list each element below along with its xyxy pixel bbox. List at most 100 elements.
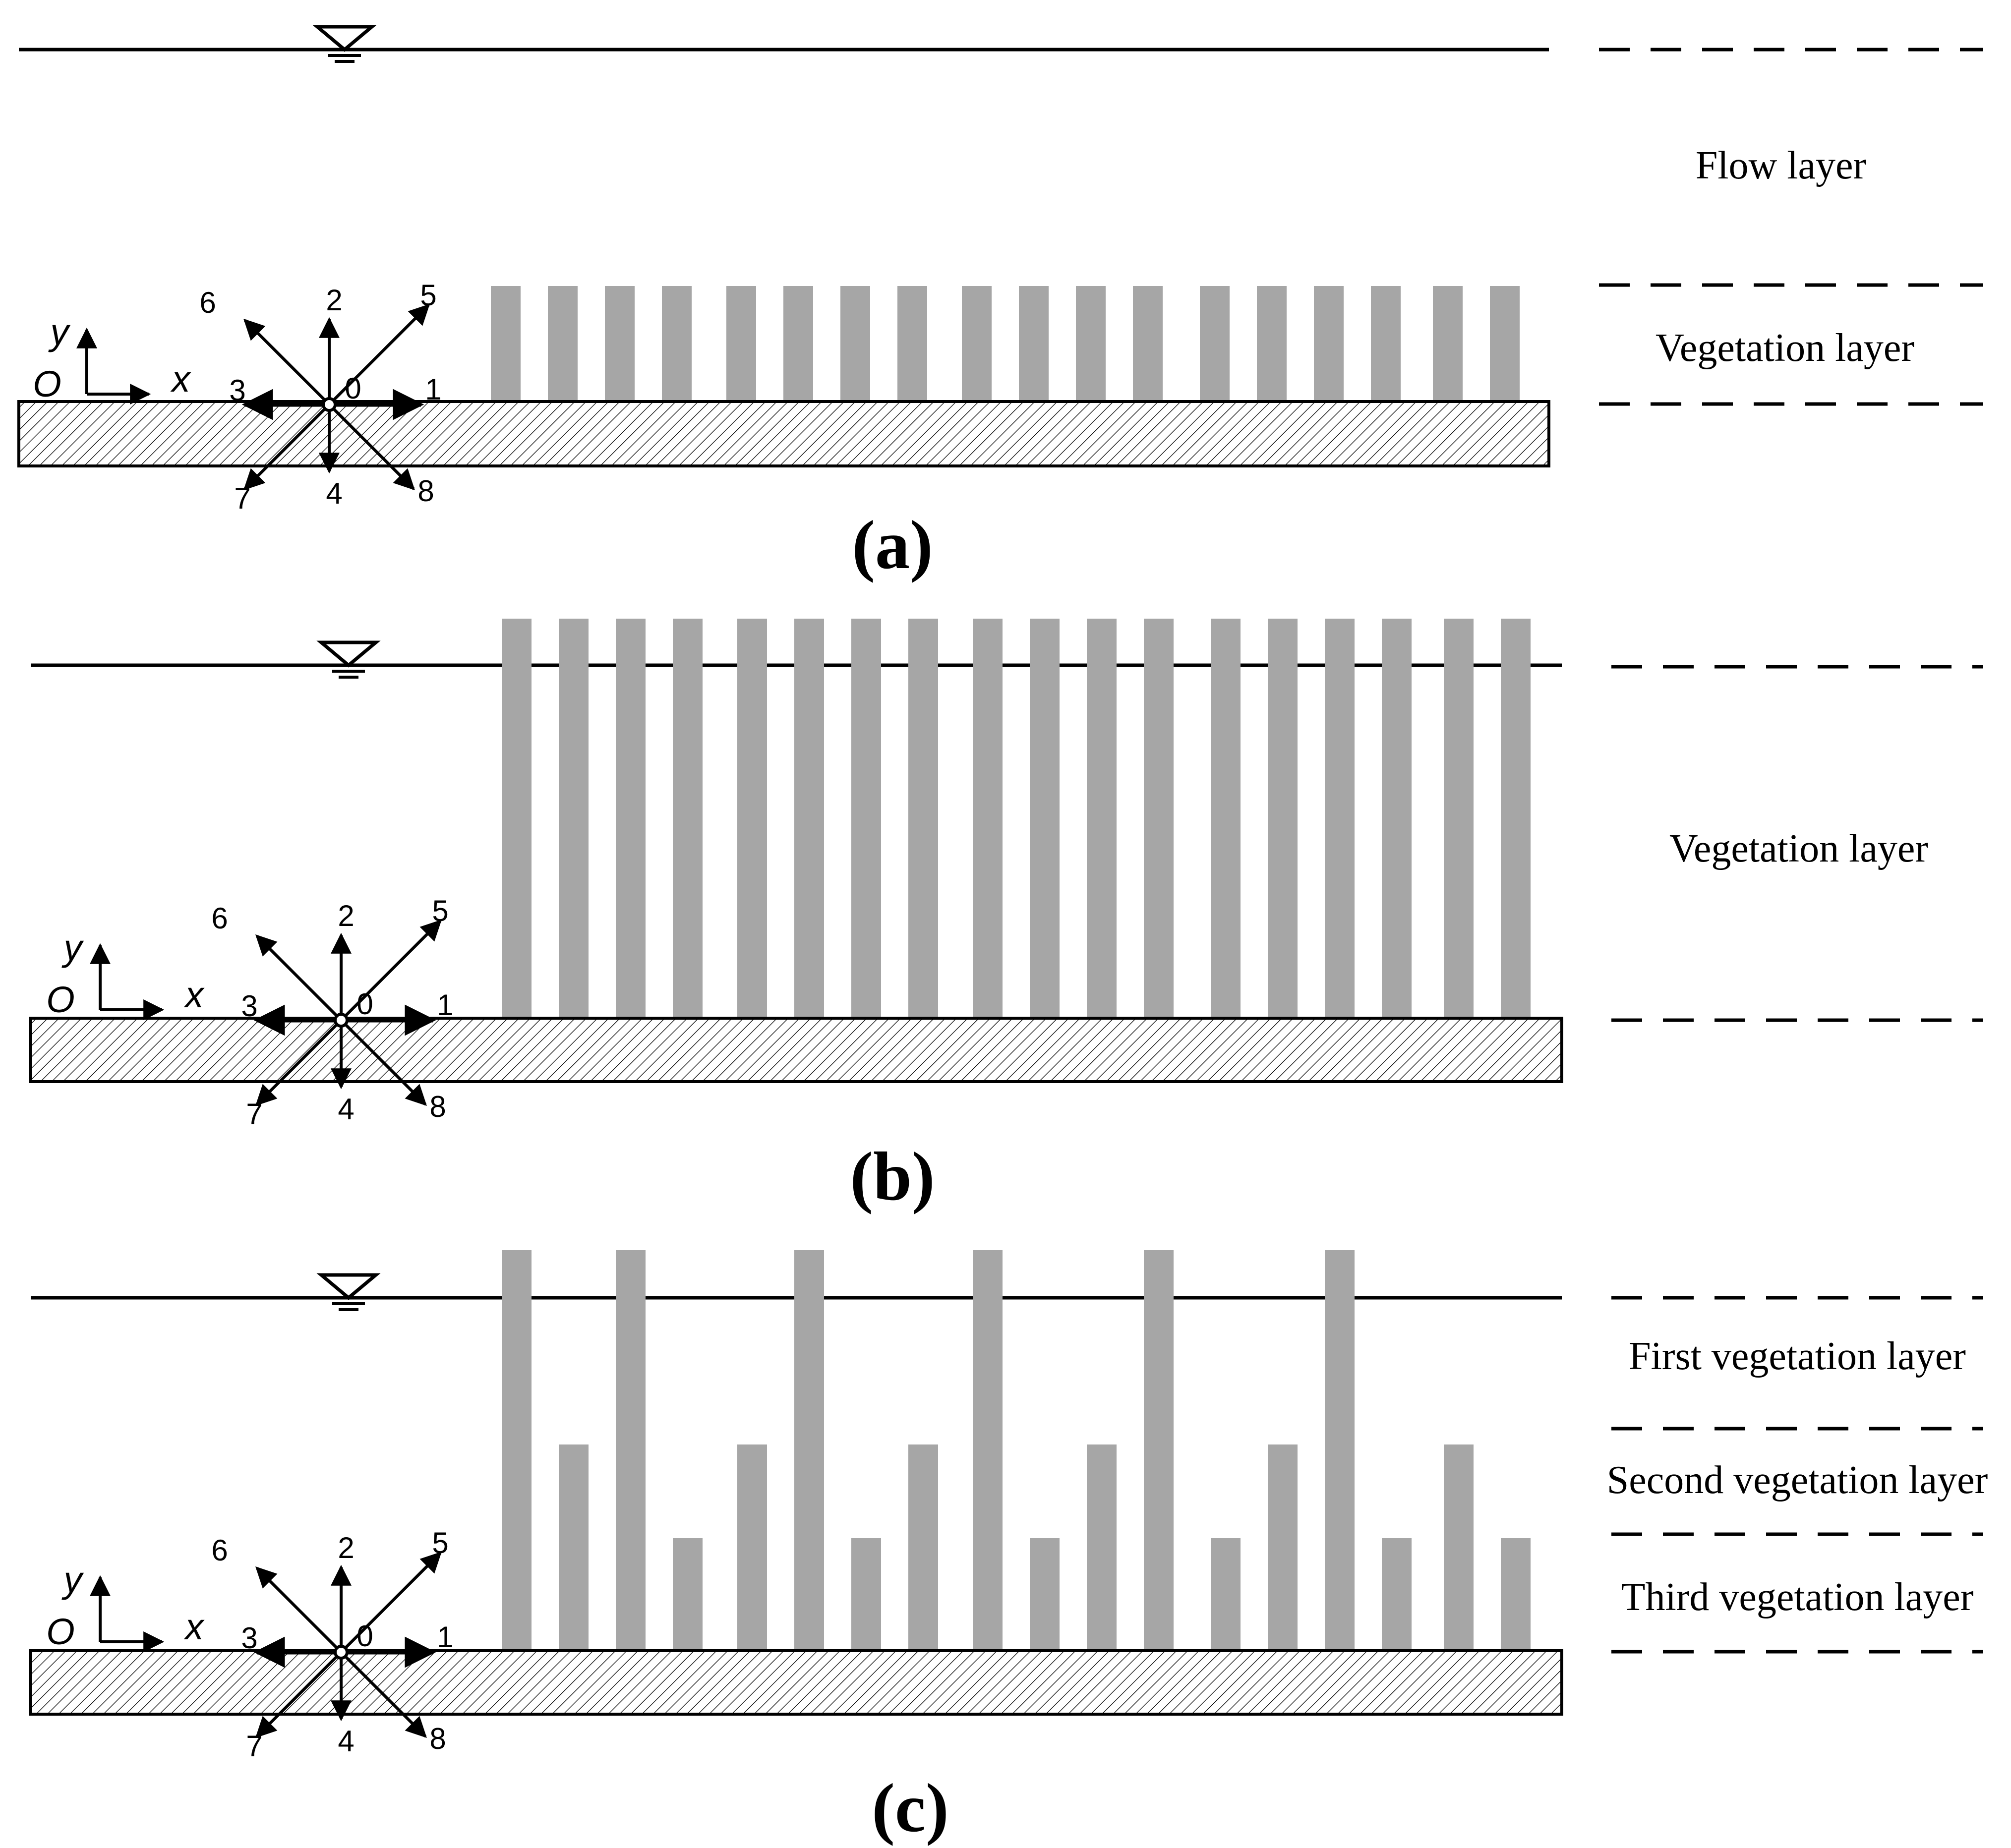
layer-label: Vegetation layer <box>1656 326 1914 370</box>
vegetation-stem <box>1268 619 1298 1018</box>
vegetation-stem <box>502 619 532 1018</box>
lattice-arrow <box>255 1019 343 1106</box>
lattice-label: O <box>46 979 75 1020</box>
vegetation-stem <box>1501 619 1531 1018</box>
lattice-label: 8 <box>417 474 434 508</box>
hatched-bed-icon <box>29 1649 1563 1716</box>
vegetation-stem <box>1325 1250 1355 1651</box>
vegetation-stem <box>1501 1538 1531 1651</box>
layer-boundaries <box>1611 665 1983 1022</box>
water-surface-icon <box>316 1273 381 1311</box>
lattice-node <box>334 1645 349 1660</box>
vegetation-stem <box>726 286 756 402</box>
panel-label: (c) <box>872 1770 948 1847</box>
vegetation-stem <box>1087 619 1117 1018</box>
hatched-bed-icon <box>29 1017 1563 1083</box>
lattice-label: 4 <box>338 1093 354 1126</box>
lattice-label: x <box>184 1606 205 1647</box>
lattice-arrow <box>328 403 415 490</box>
vegetation-stem <box>783 286 813 402</box>
layer-label: Vegetation layer <box>1669 827 1928 870</box>
lattice-arrow <box>243 403 331 490</box>
panel-label: (a) <box>852 507 933 583</box>
lattice-label: 6 <box>211 902 228 935</box>
lattice-label: 1 <box>425 373 441 406</box>
lattice-label: 5 <box>432 1526 448 1559</box>
vegetation-stem <box>1257 286 1287 402</box>
lattice-node <box>334 1013 349 1028</box>
lattice-arrow <box>328 304 430 406</box>
vegetation-stem <box>673 619 703 1018</box>
vegetation-stem <box>737 1444 767 1651</box>
lattice-label: x <box>171 358 192 400</box>
lattice-label: 6 <box>211 1534 228 1567</box>
lattice-label: 0 <box>356 1619 373 1653</box>
vegetation-stem <box>1211 1538 1241 1651</box>
lattice-arrow <box>255 934 343 1022</box>
layer-label: First vegetation layer <box>1629 1334 1966 1378</box>
layer-boundaries <box>1599 48 1983 406</box>
lattice-label: 3 <box>241 989 257 1023</box>
vegetation-stem <box>1490 286 1520 402</box>
vegetation-stems <box>491 286 1520 402</box>
vegetation-stems <box>502 1250 1531 1651</box>
lattice-arrow <box>340 920 442 1022</box>
vegetation-stem <box>1444 619 1474 1018</box>
vegetation-stem <box>1314 286 1344 402</box>
lattice-label: 7 <box>246 1097 262 1131</box>
water-surface-icon <box>316 640 381 679</box>
lattice-label: 7 <box>234 482 250 515</box>
lattice-arrow <box>340 1019 427 1106</box>
lattice-label: 3 <box>241 1621 257 1655</box>
panel-label: (b) <box>850 1138 935 1215</box>
layer-boundaries <box>1611 1296 1983 1654</box>
lattice-label: x <box>184 974 205 1015</box>
lattice-label: 4 <box>338 1725 354 1758</box>
vegetation-stem <box>616 1250 646 1651</box>
vegetation-stem <box>737 619 767 1018</box>
water-surface-icon <box>312 25 377 63</box>
vegetation-stem <box>1133 286 1163 402</box>
lattice-label: 1 <box>437 1620 453 1654</box>
vegetation-stem <box>548 286 578 402</box>
lattice-label: 8 <box>429 1090 446 1123</box>
layer-label: Flow layer <box>1696 144 1866 187</box>
vegetation-stem <box>559 619 589 1018</box>
hatched-bed-icon <box>17 400 1550 467</box>
vegetation-stem <box>1030 1538 1060 1651</box>
lattice-arrow <box>255 1651 343 1738</box>
lattice-label: y <box>48 311 71 352</box>
vegetation-stem <box>1087 1444 1117 1651</box>
vegetation-stem <box>616 619 646 1018</box>
vegetation-stem <box>1268 1444 1298 1651</box>
lattice-label: y <box>61 927 84 968</box>
vegetation-stem <box>673 1538 703 1651</box>
vegetation-stem <box>1019 286 1049 402</box>
lattice-arrow <box>255 1566 343 1654</box>
vegetation-stem <box>897 286 927 402</box>
vegetation-stem <box>973 1250 1003 1651</box>
vegetation-stem <box>491 286 521 402</box>
lattice-label: 1 <box>437 988 453 1022</box>
layer-label: Third vegetation layer <box>1621 1575 1974 1619</box>
lattice-label: 3 <box>229 374 245 407</box>
lattice-label: 0 <box>345 372 361 405</box>
lattice-label: 2 <box>338 899 354 932</box>
vegetation-stem <box>1144 619 1174 1018</box>
lattice-arrow <box>340 1552 442 1654</box>
vegetation-stem <box>1076 286 1106 402</box>
vegetation-stems <box>502 619 1531 1018</box>
vegetation-stem <box>502 1250 532 1651</box>
lattice-label: 0 <box>356 987 373 1021</box>
layer-label: Second vegetation layer <box>1607 1458 1988 1502</box>
lattice-label: O <box>46 1611 75 1652</box>
vegetation-stem <box>908 619 938 1018</box>
vegetation-stem <box>794 1250 824 1651</box>
vegetation-stem <box>605 286 635 402</box>
